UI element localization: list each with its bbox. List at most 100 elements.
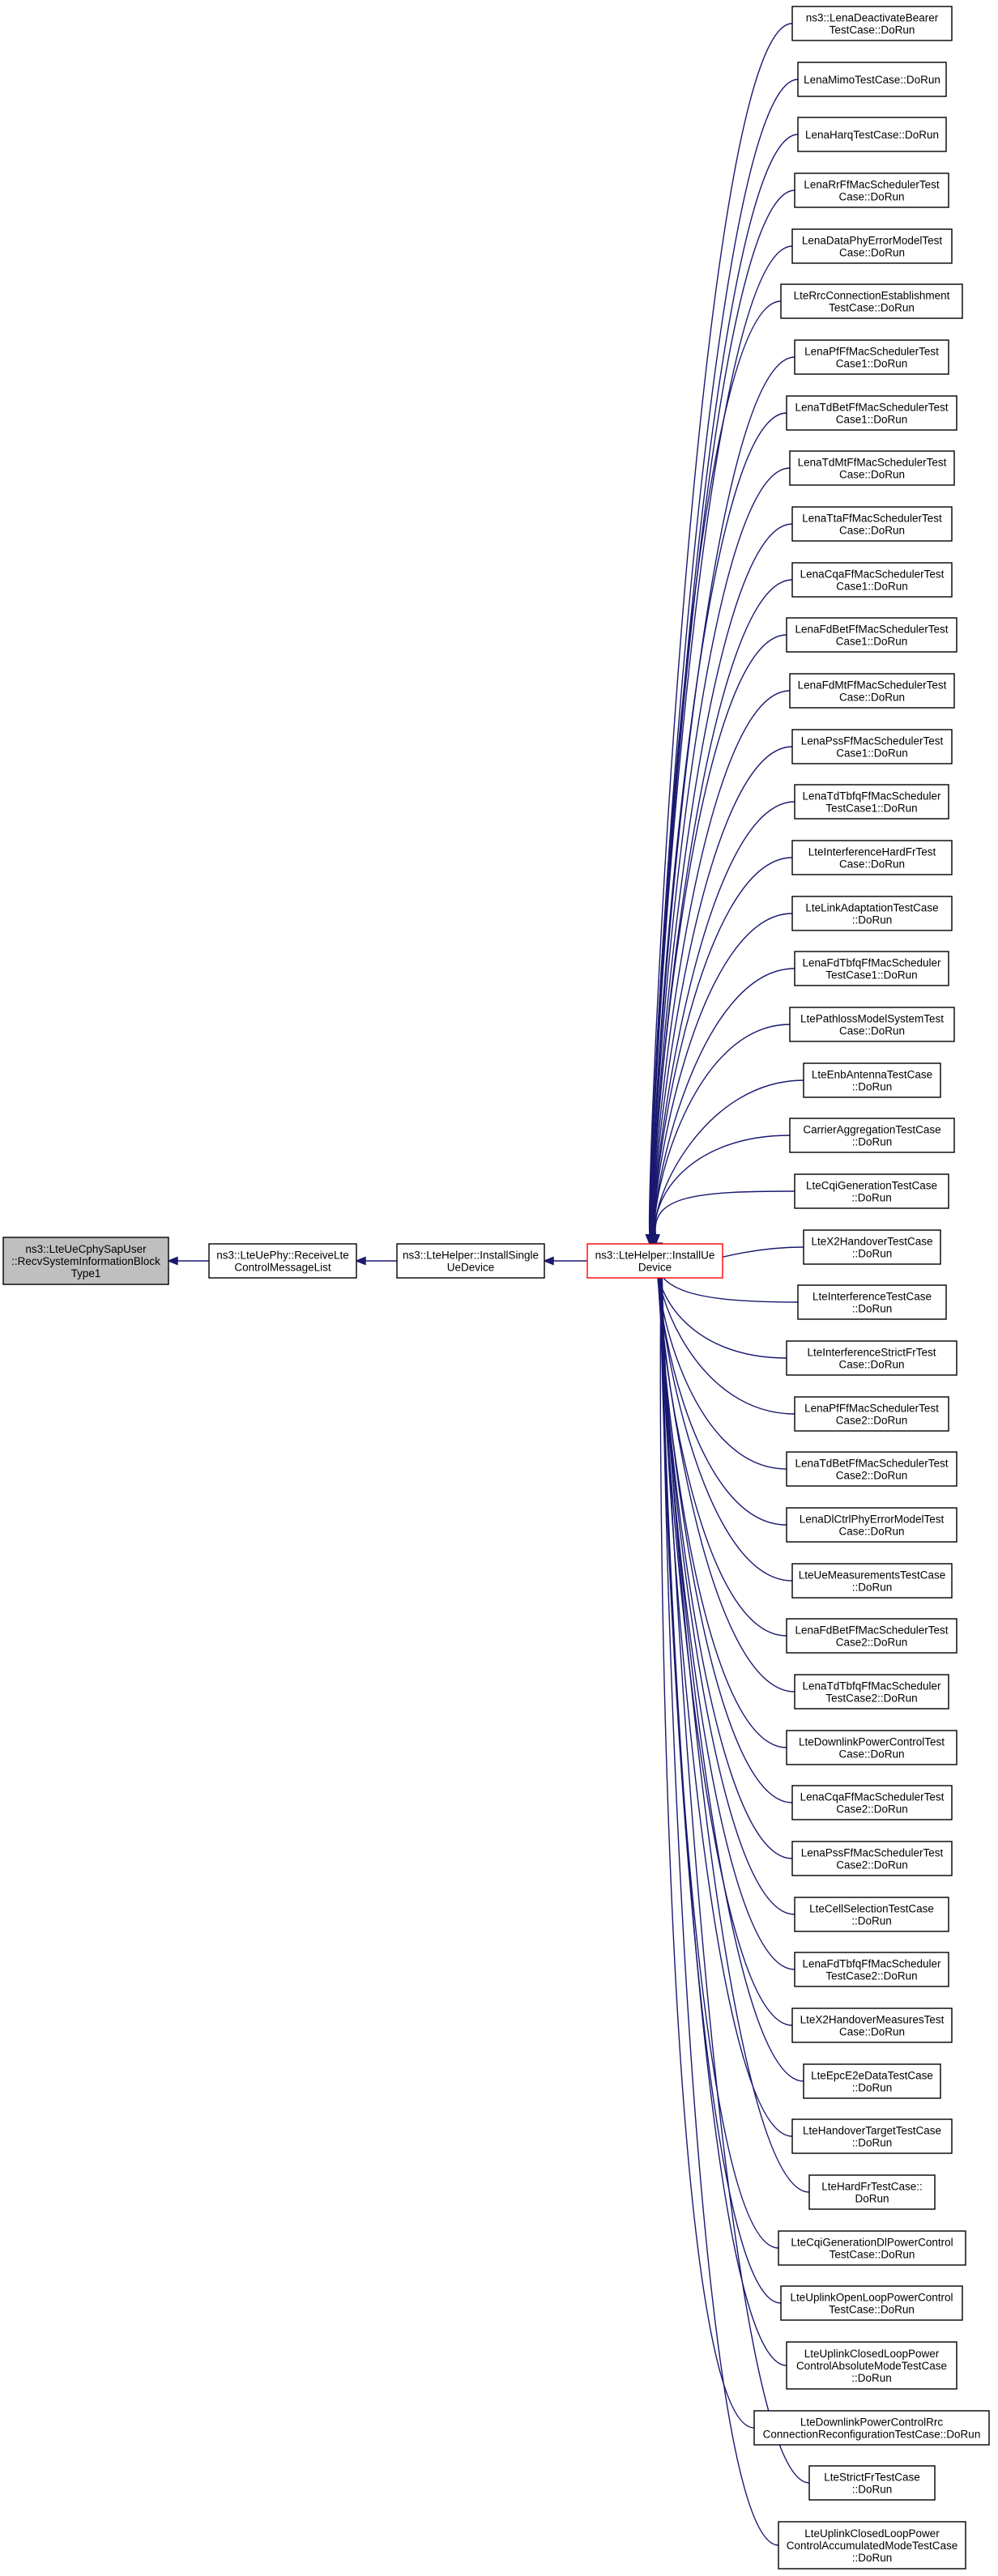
caller-node[interactable]: LteDownlinkPowerControlRrcConnectionReco…: [753, 2410, 990, 2446]
caller-node-label-line: ControlAbsoluteModeTestCase: [796, 2360, 947, 2372]
caller-node[interactable]: LteX2HandoverTestCase::DoRun: [803, 1229, 941, 1265]
caller-edge: [650, 1079, 804, 1245]
caller-node[interactable]: LteUplinkOpenLoopPowerControlTestCase::D…: [780, 2285, 963, 2321]
caller-edge-line: [651, 634, 787, 1236]
caller-node-box: [789, 450, 955, 486]
caller-edge: [655, 1242, 793, 1859]
caller-node[interactable]: LteHandoverTargetTestCase::DoRun: [791, 2118, 953, 2154]
caller-edge: [650, 1135, 791, 1245]
caller-edge-line: [659, 1252, 810, 2193]
caller-node[interactable]: LenaHarqTestCase::DoRun: [797, 117, 947, 152]
caller-node-label-line: TestCase2::DoRun: [825, 1970, 917, 1982]
caller-node-label-line: DoRun: [855, 2193, 889, 2205]
caller-edge: [657, 1242, 782, 2304]
caller-edge: [650, 1190, 795, 1245]
caller-node-label-line: ::DoRun: [852, 914, 893, 926]
chain-node-label-line: ns3::LteHelper::InstallSingle: [403, 1250, 539, 1262]
caller-node-label-line: Case2::DoRun: [836, 1803, 908, 1816]
chain-node[interactable]: ns3::LteUePhy::ReceiveLteControlMessageL…: [208, 1243, 357, 1279]
focus-node[interactable]: ns3::LteUeCphySapUser::RecvSystemInforma…: [2, 1237, 169, 1285]
caller-node-label-line: LenaPfFfMacSchedulerTest: [804, 1403, 939, 1415]
caller-node[interactable]: LteEnbAntennaTestCase::DoRun: [803, 1062, 941, 1098]
caller-node[interactable]: LteUplinkClosedLoopPowerControlAbsoluteM…: [786, 2341, 957, 2390]
caller-node-box: [786, 1507, 957, 1543]
caller-node-label-line: ::DoRun: [852, 2137, 893, 2149]
caller-node-label-line: Case2::DoRun: [836, 1470, 908, 1482]
caller-node[interactable]: LteUplinkClosedLoopPowerControlAccumulat…: [778, 2521, 966, 2570]
caller-node-box: [794, 951, 949, 986]
caller-node-label-line: Case::DoRun: [839, 692, 905, 704]
caller-edge-line: [650, 300, 782, 1236]
caller-node-label-line: Case::DoRun: [838, 191, 904, 203]
caller-node[interactable]: LteRrcConnectionEstablishmentTestCase::D…: [780, 283, 963, 319]
caller-edge: [655, 1242, 793, 2026]
caller-node-box: [791, 562, 953, 598]
caller-node[interactable]: LteStrictFrTestCase::DoRun: [808, 2465, 936, 2501]
caller-node[interactable]: LteLinkAdaptationTestCase::DoRun: [791, 896, 953, 931]
caller-node-label-line: ::DoRun: [852, 2484, 893, 2496]
caller-node[interactable]: LteCqiGenerationDlPowerControlTestCase::…: [778, 2230, 966, 2266]
caller-node-label-line: ::DoRun: [851, 1915, 892, 1927]
caller-node-label-line: LenaFdBetFfMacSchedulerTest: [795, 1624, 948, 1637]
caller-node-box: [780, 2285, 963, 2321]
caller-node-label-line: LteDownlinkPowerControlTest: [799, 1736, 945, 1748]
caller-node[interactable]: LteEpcE2eDataTestCase::DoRun: [803, 2063, 941, 2099]
caller-edge-line: [650, 412, 787, 1236]
caller-node[interactable]: CarrierAggregationTestCase::DoRun: [789, 1118, 955, 1153]
caller-node-label-line: LenaFdBetFfMacSchedulerTest: [795, 624, 948, 636]
caller-node-label-line: LenaFdTbfqFfMacScheduler: [802, 1958, 941, 1970]
caller-edge-line: [654, 1079, 804, 1236]
caller-node-box: [791, 6, 953, 41]
caller-node-label-line: ns3::LenaDeactivateBearer: [806, 12, 939, 24]
caller-node-label-line: Case::DoRun: [839, 2026, 905, 2038]
caller-node-box: [786, 1618, 957, 1654]
caller-node[interactable]: LteHardFrTestCase::DoRun: [808, 2174, 936, 2210]
caller-node-label-line: LenaTdBetFfMacSchedulerTest: [795, 1458, 948, 1470]
caller-node-label-line: LenaTdMtFfMacSchedulerTest: [798, 457, 947, 469]
caller-edge-line: [656, 1252, 787, 1470]
caller-node-label-line: Case2::DoRun: [836, 1859, 908, 1871]
caller-node-label-line: Case::DoRun: [839, 469, 905, 481]
caller-node-box: [794, 339, 949, 375]
caller-node-box: [786, 2341, 957, 2390]
caller-node[interactable]: LteCellSelectionTestCase::DoRun: [794, 1897, 949, 1932]
caller-node-label-line: LteX2HandoverMeasuresTest: [800, 2014, 945, 2026]
caller-node-label-line: TestCase::DoRun: [829, 302, 915, 314]
caller-node[interactable]: LteInterferenceTestCase::DoRun: [797, 1284, 947, 1320]
caller-node-label-line: LenaCqaFfMacSchedulerTest: [800, 1791, 945, 1803]
caller-node-label-line: Case::DoRun: [839, 525, 905, 537]
caller-node[interactable]: LteCqiGenerationTestCase::DoRun: [794, 1173, 949, 1209]
caller-node[interactable]: LteUeMeasurementsTestCase::DoRun: [791, 1563, 953, 1599]
caller-node[interactable]: LenaMimoTestCase::DoRun: [797, 62, 947, 97]
caller-node-label-line: LenaCqaFfMacSchedulerTest: [800, 568, 945, 581]
chain-node-box: [586, 1243, 723, 1279]
